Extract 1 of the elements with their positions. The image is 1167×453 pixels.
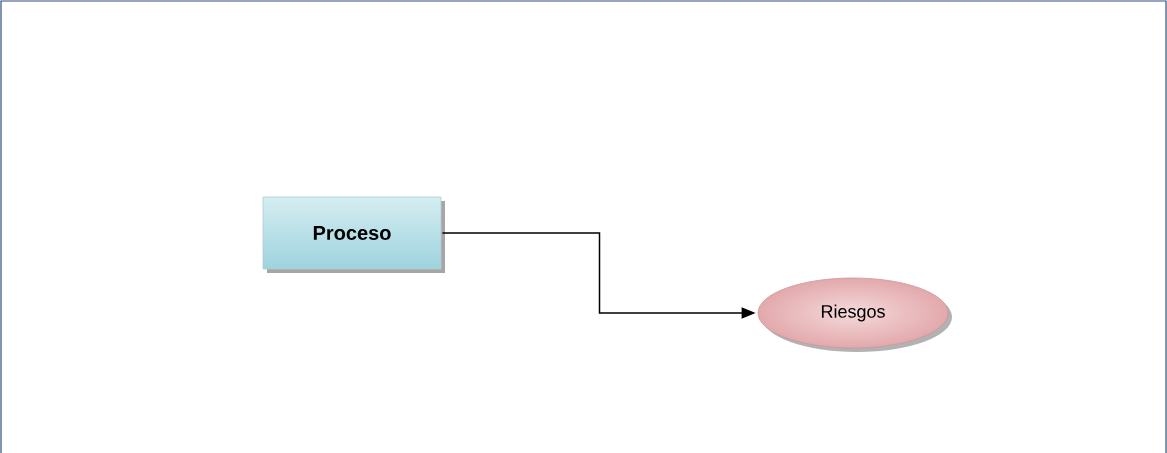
process-box: Proceso xyxy=(262,196,445,273)
